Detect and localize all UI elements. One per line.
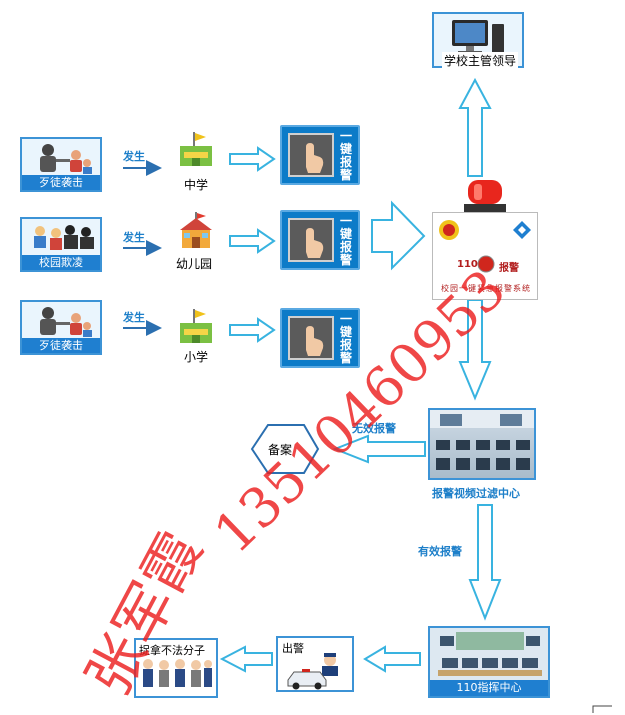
school-label-2: 幼儿园 (176, 257, 213, 271)
record-label: 备案 (268, 443, 293, 457)
alarm-device: 110 报警 校园一键紧急报警系统 (430, 178, 540, 300)
incident-card-2: 校园欺凌 (20, 217, 102, 272)
alarm-device-tag: 报警 (499, 263, 519, 274)
hand-press-icon (288, 133, 334, 177)
one-key-alarm-button-1: 一键报警 (280, 125, 360, 185)
alarm-button-text: 一键报警 (339, 214, 352, 267)
occur-label-3: 发生 (123, 311, 145, 324)
monitor-room-icon (430, 410, 534, 470)
incident-card-3: 歹徒袭击 (20, 300, 102, 355)
school-label-3: 小学 (184, 350, 209, 364)
alarm-device-body: 110 报警 校园一键紧急报警系统 (432, 212, 538, 300)
school-leader-node: 学校主管领导 (432, 12, 524, 69)
alarm-button-text: 一键报警 (339, 312, 352, 365)
middle-school-icon (180, 132, 212, 166)
police-car-icon (287, 653, 338, 690)
dispatch-node: 出警 (276, 636, 354, 692)
school-leader-label: 学校主管领导 (442, 52, 519, 69)
kindergarten-icon (180, 212, 212, 248)
alarm-device-footer: 校园一键紧急报警系统 (441, 284, 531, 293)
command-to-dispatch-arrow (363, 645, 421, 673)
alarm-button-icon (477, 255, 495, 273)
valid-alarm-label: 有效报警 (418, 545, 462, 558)
dispatch-label: 出警 (282, 642, 304, 655)
record-hexagon (250, 424, 320, 474)
up-to-leader-arrow (458, 77, 492, 177)
incident-label: 歹徒袭击 (22, 338, 100, 353)
brand-logo-icon (513, 221, 531, 239)
command-center-label: 110指挥中心 (430, 680, 548, 696)
warning-light-icon (464, 180, 506, 212)
filter-center-photo (428, 408, 536, 480)
valid-to-command-arrow (468, 504, 502, 621)
attacker-icon (40, 307, 92, 337)
dispatch-to-arrest-arrow (219, 645, 273, 673)
incident-label: 歹徒袭击 (22, 175, 100, 190)
school-to-button-arrow-1 (229, 146, 276, 172)
button-to-alarm-arrow (371, 200, 426, 271)
one-key-alarm-button-3: 一键报警 (280, 308, 360, 368)
invalid-alarm-label: 无效报警 (352, 422, 396, 435)
corner-mark (592, 705, 612, 713)
filter-center-label: 报警视频过滤中心 (432, 487, 520, 500)
one-key-alarm-button-2: 一键报警 (280, 210, 360, 270)
alarm-button-text: 一键报警 (339, 129, 352, 182)
arrest-label: 捉拿不法分子 (139, 644, 205, 657)
bullying-icon (34, 225, 94, 250)
alarm-to-filter-arrow (458, 299, 492, 401)
incident-card-1: 歹徒袭击 (20, 137, 102, 192)
occur-label-1: 发生 (123, 150, 145, 163)
school-to-button-arrow-3 (229, 317, 276, 343)
invalid-to-record-arrow (332, 434, 426, 464)
command-center-node: 110指挥中心 (428, 626, 550, 698)
computer-icon (452, 20, 504, 54)
incident-label: 校园欺凌 (22, 255, 100, 270)
command-room-icon (438, 632, 542, 676)
arrest-people-icon (143, 659, 212, 687)
hand-press-icon (288, 316, 334, 360)
primary-school-icon (180, 309, 212, 343)
arrest-node: 捉拿不法分子 (134, 638, 218, 698)
attacker-icon (40, 144, 92, 174)
school-label-1: 中学 (184, 178, 209, 192)
school-to-button-arrow-2 (229, 228, 276, 254)
hand-press-icon (288, 218, 334, 262)
police-emblem-icon (439, 220, 459, 240)
alarm-device-code: 110 (457, 259, 478, 270)
occur-label-2: 发生 (123, 231, 145, 244)
